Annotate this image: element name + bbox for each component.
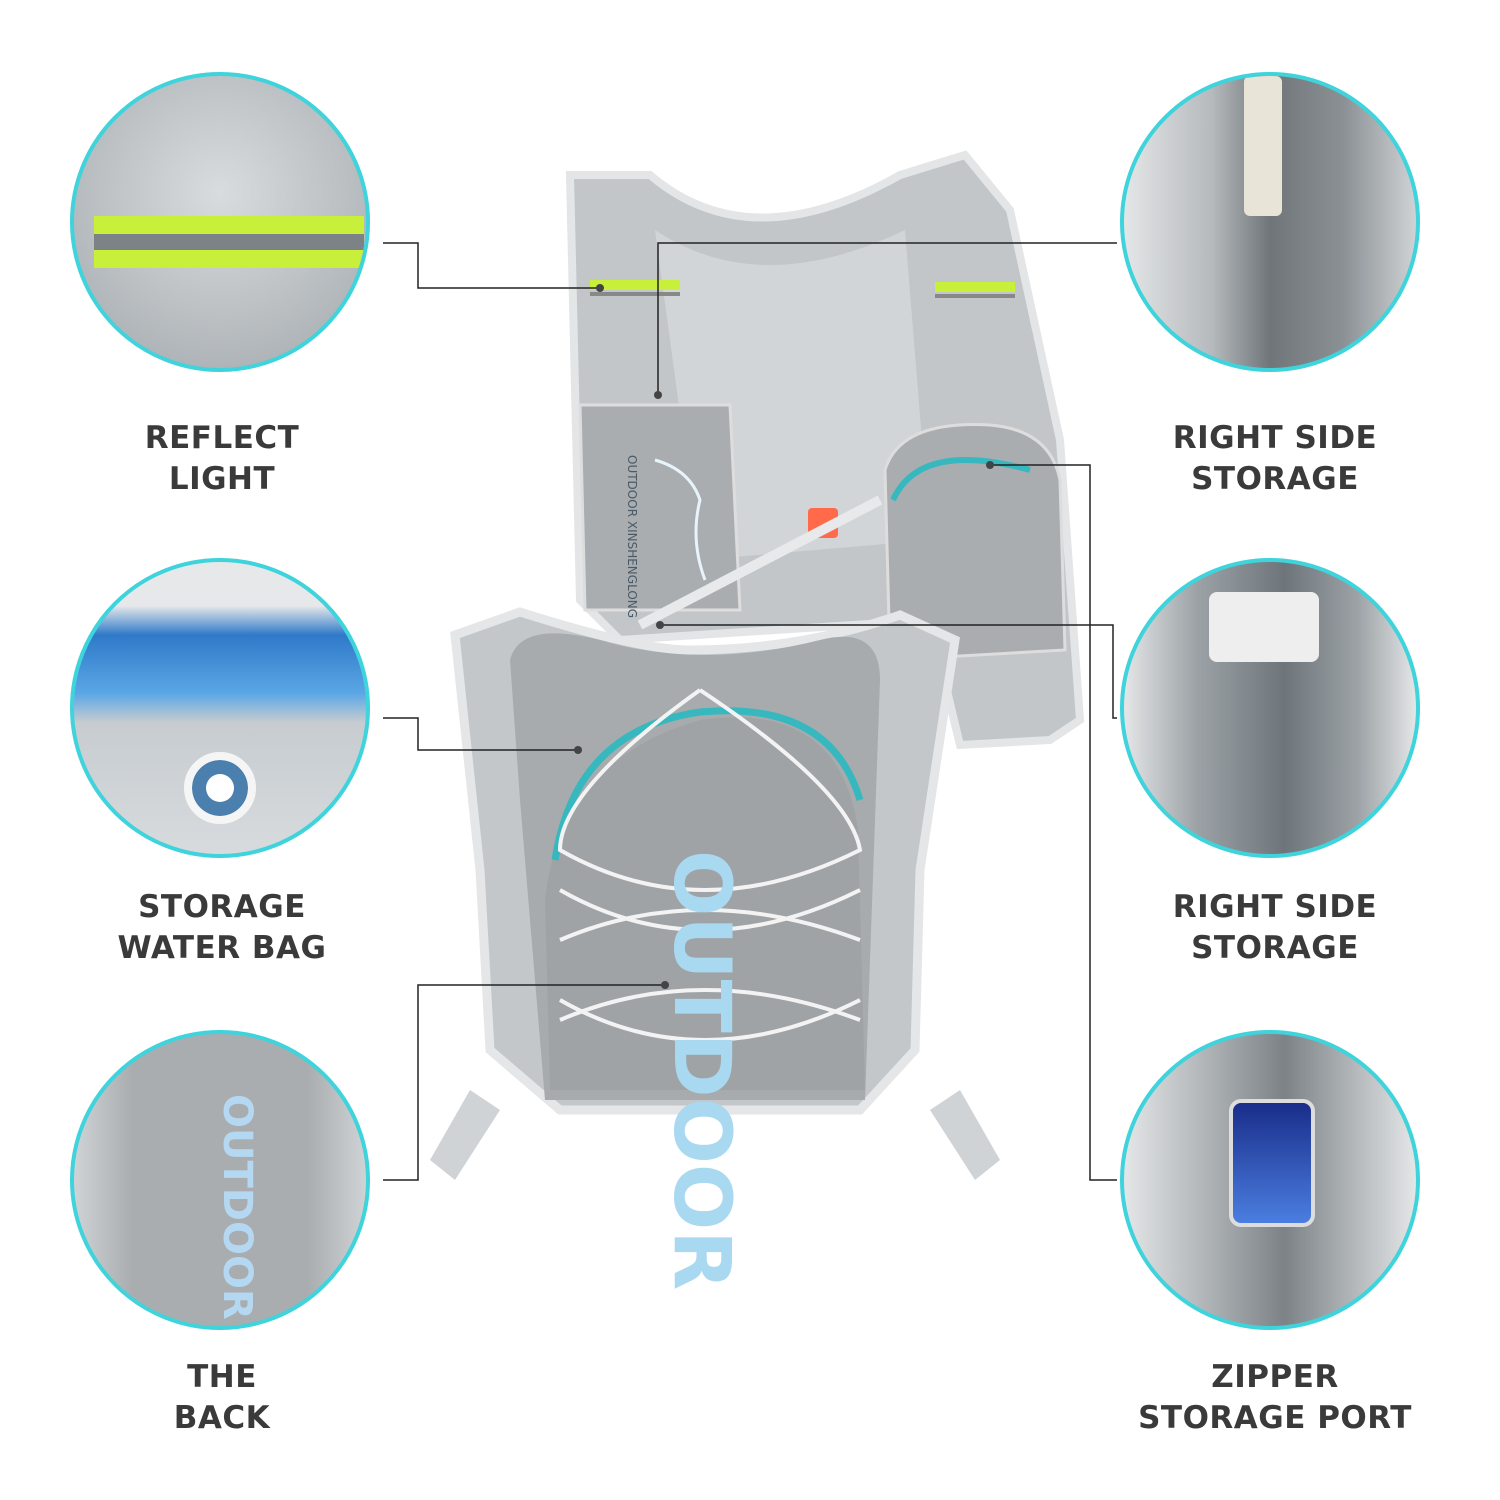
phone bbox=[1229, 1099, 1315, 1227]
drink-port bbox=[184, 752, 256, 824]
right-side-storage-detail-image-1 bbox=[1120, 72, 1420, 372]
outdoor-print-back: OUTDOOR bbox=[214, 1094, 260, 1320]
connector-dots bbox=[574, 284, 994, 989]
connector-lines bbox=[383, 242, 1117, 1181]
water-bag-detail-image bbox=[70, 558, 370, 858]
back-detail-image: OUTDOOR bbox=[70, 1030, 370, 1330]
power-bank bbox=[1209, 592, 1319, 662]
reflective-strip bbox=[94, 216, 364, 268]
outdoor-print: OUTDOOR bbox=[656, 850, 746, 1290]
pocket-print: OUTDOOR XINSHENGLONG bbox=[625, 455, 639, 618]
umbrella bbox=[1244, 76, 1282, 216]
reflect-light-detail-image bbox=[70, 72, 370, 372]
rear-vest bbox=[565, 150, 1085, 750]
zipper-storage-port-detail-image bbox=[1120, 1030, 1420, 1330]
front-vest bbox=[430, 607, 1000, 1180]
right-side-storage-detail-image-2 bbox=[1120, 558, 1420, 858]
